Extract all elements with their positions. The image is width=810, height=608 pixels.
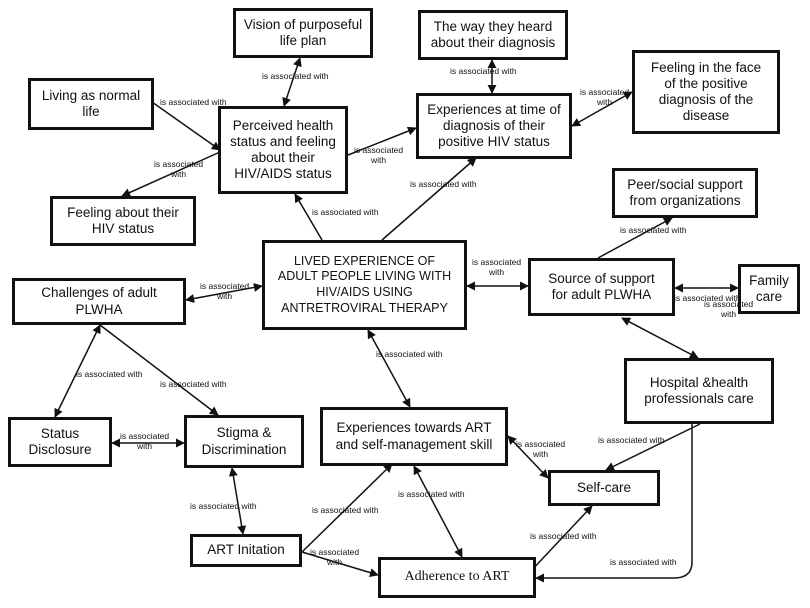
node-source-of-support: Source of support for adult PLWHA — [528, 258, 675, 316]
node-living-normal-life: Living as normal life — [28, 78, 154, 130]
node-heard-diagnosis: The way they heard about their diagnosis — [418, 10, 568, 60]
connector-art-selfcare — [507, 435, 549, 479]
edge-label: is associated with — [516, 439, 566, 459]
edge-label: is associated with — [472, 257, 522, 277]
connector-lived-diagnosis — [381, 157, 477, 241]
edge-label: is associated with — [354, 145, 404, 165]
edge-label: is associated with — [704, 299, 754, 319]
node-feeling-hiv-status: Feeling about their HIV status — [50, 196, 196, 246]
connector-adherence-selfcare — [529, 505, 593, 573]
connector-vision-perceived — [282, 57, 302, 107]
edge-label: is associated with — [598, 435, 665, 445]
connector-perceived-feeling-status — [121, 151, 221, 197]
edge-label: is associated with — [262, 71, 329, 81]
node-art-initiation: ART Initation — [190, 534, 302, 567]
connector-perceived-diagnosis — [347, 126, 417, 156]
node-perceived-health-status: Perceived health status and feeling abou… — [218, 106, 348, 194]
connector-lived-art — [367, 329, 411, 408]
edge-label: is associated with — [398, 489, 465, 499]
connector-diagnosis-feeling-positive — [571, 91, 633, 127]
edge-label: is associated with — [674, 293, 741, 303]
node-feeling-positive-diagnosis: Feeling in the face of the positive diag… — [632, 50, 780, 134]
connector-initiation-adherence — [301, 551, 379, 577]
node-experiences-art: Experiences towards ART and self-managem… — [320, 407, 508, 466]
node-family-care: Family care — [738, 264, 800, 314]
node-hospital-care: Hospital &health professionals care — [624, 358, 774, 424]
node-status-disclosure: Status Disclosure — [8, 417, 112, 467]
connector-source-hospital — [621, 317, 699, 359]
connector-lived-perceived — [294, 193, 323, 241]
edge-label: is associated with — [310, 547, 360, 567]
connector-hospital-selfcare — [605, 423, 701, 471]
connector-source-peer — [597, 217, 673, 259]
edge-label: is associated with — [160, 379, 227, 389]
connector-hospital-adherence — [535, 422, 693, 583]
edge-label: is associated with — [620, 225, 687, 235]
edge-label: is associated with — [450, 66, 517, 76]
edge-label: is associated with — [376, 349, 443, 359]
edge-label: is associated with — [200, 281, 250, 301]
edge-label: is associated with — [190, 501, 257, 511]
node-vision-life-plan: Vision of purposeful life plan — [233, 8, 373, 58]
edge-label: is associated with — [410, 179, 477, 189]
node-stigma-discrimination: Stigma & Discrimination — [184, 415, 304, 468]
edge-label: is associated with — [610, 557, 677, 567]
node-challenges-plwha: Challenges of adult PLWHA — [12, 278, 186, 325]
connector-stigma-initiation — [228, 467, 247, 535]
node-experiences-at-diagnosis: Experiences at time of diagnosis of thei… — [416, 93, 572, 159]
edge-label: is associated with — [312, 505, 379, 515]
edge-label: is associated with — [76, 369, 143, 379]
edge-label: is associated with — [154, 159, 204, 179]
edge-label: is associated with — [120, 431, 170, 451]
node-self-care: Self-care — [548, 470, 660, 506]
edge-label: is associated with — [312, 207, 379, 217]
edge-label: is associated with — [580, 87, 630, 107]
edge-label: is associated with — [530, 531, 597, 541]
connector-initiation-art — [301, 463, 393, 553]
node-lived-experience: LIVED EXPERIENCE OF ADULT PEOPLE LIVING … — [262, 240, 467, 330]
connector-art-adherence — [413, 465, 463, 558]
connector-challenges-disclosure — [54, 324, 101, 418]
edge-label: is associated with — [160, 97, 227, 107]
node-adherence-to-art: Adherence to ART — [378, 557, 536, 598]
connector-challenges-stigma — [99, 324, 219, 416]
node-peer-social-support: Peer/social support from organizations — [612, 168, 758, 218]
connector-living-perceived — [151, 101, 221, 151]
connector-lived-challenges — [185, 283, 263, 303]
